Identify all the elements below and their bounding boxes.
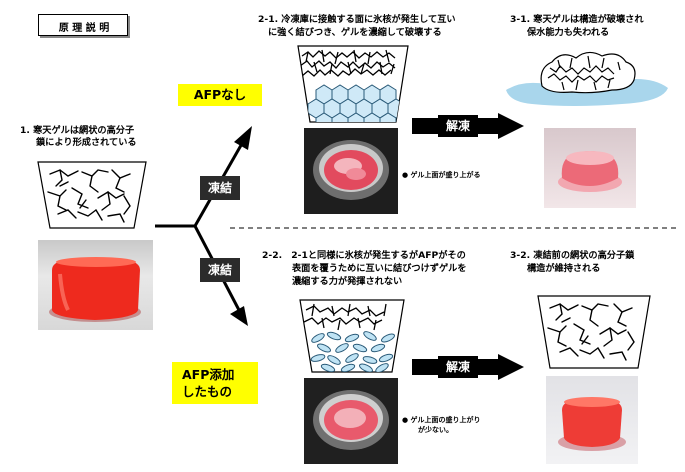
gel-photo-frozen-with-afp <box>304 378 398 464</box>
caption-step-1-line1: 1. 寒天ゲルは網状の高分子 <box>20 125 135 136</box>
gel-network-initial <box>37 161 147 229</box>
label-afp-added: AFP添加 したもの <box>172 362 258 404</box>
gel-photo-destroyed <box>544 128 636 208</box>
caption-step-3-2-line2: 構造が維持される <box>527 263 601 274</box>
caption-step-2-2-line1: 2-2. 2-1と同様に氷核が発生するがAFPがその <box>262 250 466 261</box>
caption-step-2-2-line2: 表面を覆うために互いに結びつけずゲルを <box>292 263 467 274</box>
label-afp-added-line1: AFP添加 <box>182 367 235 382</box>
gel-photo-frozen-no-afp <box>304 128 398 214</box>
caption-step-3-1-line2: 保水能力も失われる <box>527 27 610 38</box>
caption-step-3-1-line1: 3-1. 寒天ゲルは構造が破壊され <box>510 14 644 25</box>
label-afp-none: AFPなし <box>178 84 262 106</box>
caption-step-1-line2: 鎖により形成されている <box>36 137 137 148</box>
note-bottom-line2: が少ない。 <box>418 426 453 434</box>
thaw-badge-top-label: 解凍 <box>445 119 470 133</box>
thaw-badge-bottom-label: 解凍 <box>445 360 470 374</box>
freeze-badge-bottom: 凍結 <box>200 258 240 282</box>
freeze-badge-top-label: 凍結 <box>207 181 232 195</box>
note-bottom-line1: ● ゲル上面の盛り上がり <box>402 416 481 424</box>
gel-frozen-no-afp <box>297 45 409 123</box>
thaw-badge-bottom: 解凍 <box>438 356 478 378</box>
gel-network-preserved <box>537 295 651 369</box>
header-box: 原 理 説 明 <box>38 14 128 36</box>
caption-step-3-2-line1: 3-2. 凍結前の網状の高分子鎖 <box>510 250 635 261</box>
note-top: ● ゲル上面が盛り上がる <box>402 171 481 179</box>
header-title: 原 理 説 明 <box>58 23 110 34</box>
gel-photo-initial <box>38 240 153 330</box>
caption-step-2-1-line1: 2-1. 冷凍庫に接触する面に氷核が発生して互い <box>258 14 456 25</box>
label-afp-none-text: AFPなし <box>193 87 247 102</box>
gel-destroyed <box>506 51 668 106</box>
thaw-badge-top: 解凍 <box>438 115 478 137</box>
freeze-badge-bottom-label: 凍結 <box>207 263 232 277</box>
label-afp-added-line2: したもの <box>182 384 233 399</box>
gel-photo-preserved <box>546 376 638 464</box>
gel-frozen-with-afp <box>299 299 405 373</box>
freeze-badge-top: 凍結 <box>200 176 240 200</box>
caption-step-2-1-line2: に強く結びつき、ゲルを濃縮して破壊する <box>268 27 442 38</box>
caption-step-2-2-line3: 濃縮する力が発揮されない <box>292 276 403 287</box>
